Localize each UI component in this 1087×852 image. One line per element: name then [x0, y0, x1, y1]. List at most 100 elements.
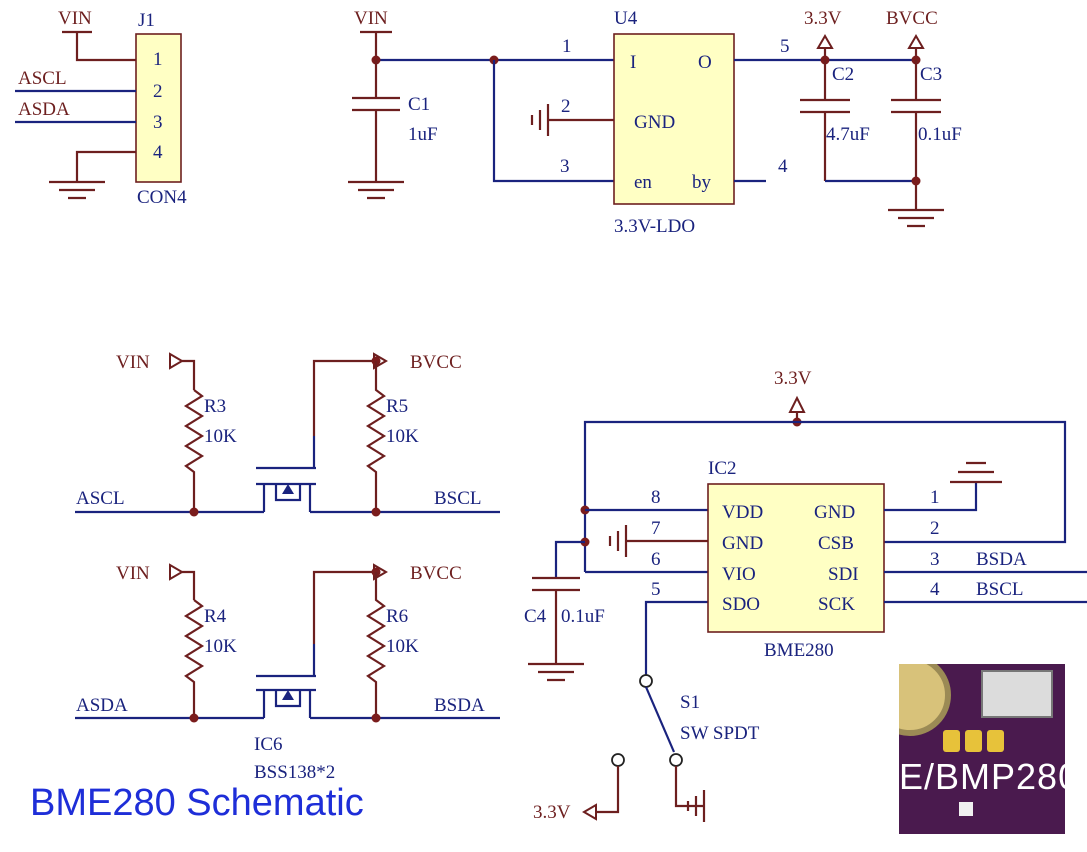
board-silkscreen-label: E/BMP280: [899, 756, 1065, 797]
ic2-bscl-label: BSCL: [976, 579, 1024, 600]
r3-vin-arrow-icon: [169, 352, 184, 370]
u4-pin-in-name: I: [630, 52, 636, 73]
r3-ref: R3: [204, 396, 226, 417]
connector-j1-pin-1: 1: [153, 49, 163, 70]
ic2-pin-6-number: 6: [651, 549, 661, 570]
c1-ref: C1: [408, 94, 430, 115]
u4-pin-5-number: 5: [780, 36, 790, 57]
u4-ref: U4: [614, 8, 638, 29]
s1-ref: S1: [680, 692, 700, 713]
level-shifter-scl: VIN R3 10K BVCC R5 10K ASCL BSCL: [75, 352, 500, 517]
regulator-u4: VIN C1 1uF 1 3 2 U4 3.3V-LDO I O GND en …: [346, 8, 962, 237]
c3-ground-icon: [886, 208, 946, 228]
ls1-bvcc-label: BVCC: [410, 352, 462, 373]
r4-vin-arrow-icon: [169, 563, 184, 581]
u4-vin-label: VIN: [354, 8, 388, 29]
r6-value: 10K: [386, 636, 419, 657]
c4-ground-icon: [526, 662, 586, 682]
resistor-r6: [365, 572, 387, 718]
r5-ref: R5: [386, 396, 408, 417]
ic2-pin-3-number: 3: [930, 549, 940, 570]
ic2-pin-sck-name: SCK: [818, 594, 855, 615]
sensor-chip-icon: [981, 670, 1053, 718]
u4-bvcc-label: BVCC: [886, 8, 938, 29]
ic2-pin-vdd-name: VDD: [722, 502, 763, 523]
resistor-r5: [365, 361, 387, 512]
u4-pin-en-name: en: [634, 172, 652, 193]
ic2-body: [707, 483, 885, 633]
ic6-ref: IC6: [254, 734, 283, 755]
u4-pin-out-name: O: [698, 52, 712, 73]
bvcc-arrow-icon: [907, 34, 925, 49]
ls2-bvcc-label: BVCC: [410, 563, 462, 584]
ls1-vin-label: VIN: [116, 352, 150, 373]
r3-value: 10K: [204, 426, 237, 447]
switch-s1: 3.3V S1 SW SPDT: [533, 674, 760, 824]
solder-pad-icon: [965, 730, 982, 752]
ic2-bsda-label: BSDA: [976, 549, 1027, 570]
r6-ref: R6: [386, 606, 408, 627]
c2-ref: C2: [832, 64, 854, 85]
u4-pin-2-number: 2: [561, 96, 571, 117]
j1-vin-label: VIN: [58, 8, 92, 29]
s1-v33-arrow-icon: [582, 803, 597, 821]
level-shifter-sda: VIN R4 10K BVCC R6 10K ASDA BSDA IC6 BSS…: [75, 563, 500, 783]
r4-ref: R4: [204, 606, 227, 627]
c4-ref: C4: [524, 606, 547, 627]
j1-ground-icon: [47, 180, 107, 200]
connector-j1-body: [135, 33, 182, 183]
ic2-pin-2-number: 2: [930, 518, 940, 539]
connector-j1-pin-4: 4: [153, 142, 163, 163]
connector-j1-value: CON4: [137, 187, 187, 208]
ls2-vin-label: VIN: [116, 563, 150, 584]
sensor-ic2: 3.3V 8 7 6 5 C4 0.1uF IC2 BME280 VDD GND…: [524, 368, 1087, 682]
connector-j1-pin-3: 3: [153, 112, 163, 133]
solder-pad-icon: [943, 730, 960, 752]
u4-pin-4-number: 4: [778, 156, 788, 177]
ic2-v33-arrow-icon: [788, 395, 806, 413]
ic2-ref: IC2: [708, 458, 737, 479]
u4-pin-gnd-name: GND: [634, 112, 675, 133]
ic2-pin-4-number: 4: [930, 579, 940, 600]
solder-pad-icon: [987, 730, 1004, 752]
j1-asda-label: ASDA: [18, 99, 70, 120]
c1-ground-icon: [346, 180, 406, 200]
s1-rail-label: 3.3V: [533, 802, 571, 823]
connector-j1-pin-2: 2: [153, 81, 163, 102]
mounting-hole-icon: [899, 664, 951, 736]
ic2-pin-vio-name: VIO: [722, 564, 756, 585]
ic2-pin-csb-name: CSB: [818, 533, 854, 554]
ic2-pin-sdi-name: SDI: [828, 564, 859, 585]
resistor-r4: [183, 599, 205, 718]
j1-ascl-label: ASCL: [18, 68, 67, 89]
mosfet-q-bottom: [256, 644, 316, 718]
ic2-rail-label: 3.3V: [774, 368, 812, 389]
ls2-asda-label: ASDA: [76, 695, 128, 716]
mosfet-q-top: [256, 436, 316, 512]
s1-value: SW SPDT: [680, 723, 760, 744]
schematic-title: BME280 Schematic: [30, 782, 364, 824]
u4-v33-label: 3.3V: [804, 8, 842, 29]
ic2-pin-7-number: 7: [651, 518, 661, 539]
resistor-r3: [183, 389, 205, 512]
u4-pin-3-number: 3: [560, 156, 570, 177]
ls1-ascl-label: ASCL: [76, 488, 125, 509]
u4-pin-by-name: by: [692, 172, 712, 193]
ic2-pin-1-number: 1: [930, 487, 940, 508]
u4-body: [613, 33, 735, 205]
ls2-bsda-label: BSDA: [434, 695, 485, 716]
ls1-bscl-label: BSCL: [434, 488, 482, 509]
c4-value: 0.1uF: [561, 606, 605, 627]
ic2-pin-gnd-left-name: GND: [722, 533, 763, 554]
u4-value: 3.3V-LDO: [614, 216, 695, 237]
c3-ref: C3: [920, 64, 942, 85]
ic6-value: BSS138*2: [254, 762, 335, 783]
connector-j1: J1 CON4 1 2 3 4 VIN ASCL ASDA: [15, 8, 187, 208]
ic2-pin-5-number: 5: [651, 579, 661, 600]
c1-value: 1uF: [408, 124, 438, 145]
silkscreen-square-icon: [959, 802, 973, 816]
r4-value: 10K: [204, 636, 237, 657]
connector-j1-ref: J1: [138, 10, 155, 31]
u4-pin-1-number: 1: [562, 36, 572, 57]
